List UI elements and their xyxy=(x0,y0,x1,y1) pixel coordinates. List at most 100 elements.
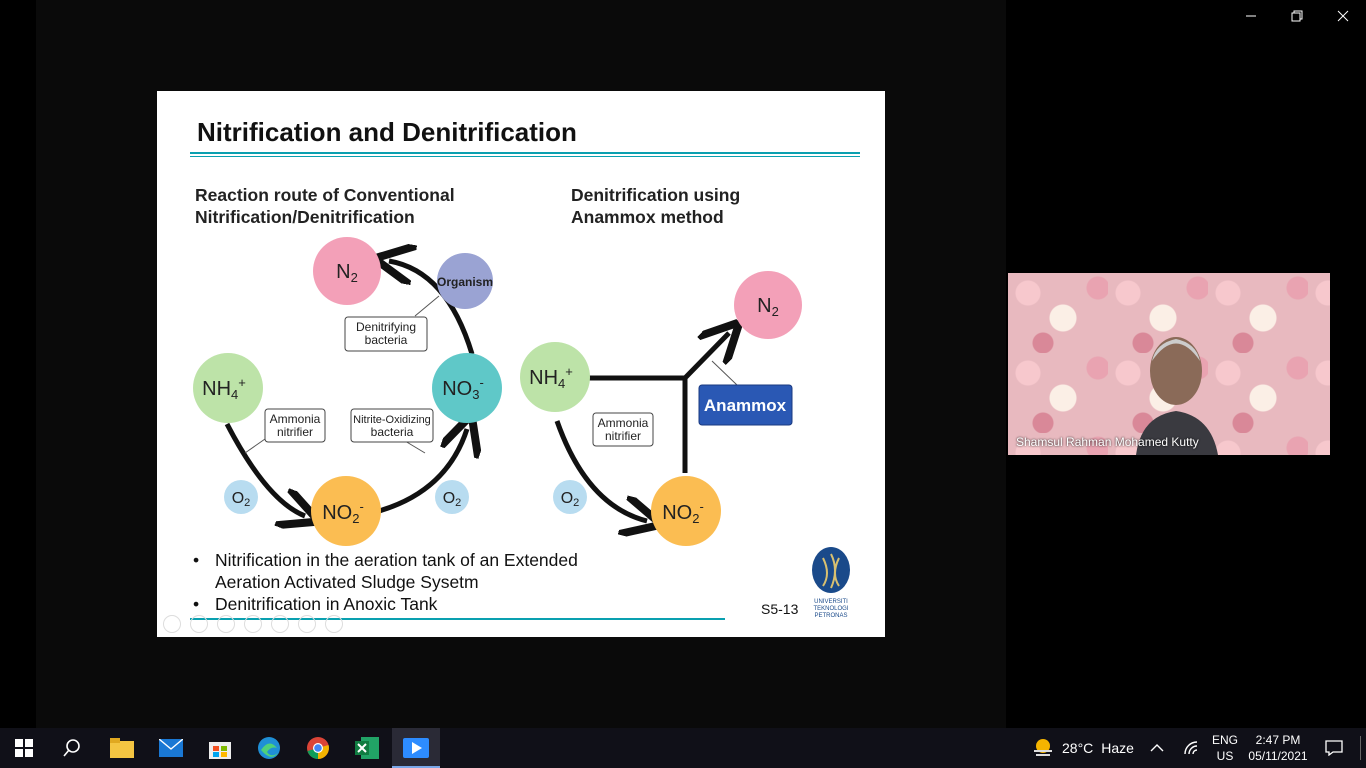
previous-slide-icon[interactable] xyxy=(163,615,181,633)
svg-text:NO2-: NO2- xyxy=(662,499,704,526)
minimize-button[interactable] xyxy=(1228,0,1274,32)
close-icon xyxy=(1337,10,1349,22)
no2-node-anammox xyxy=(651,476,721,546)
start-button[interactable] xyxy=(0,728,48,768)
svg-text:Denitrifying: Denitrifying xyxy=(356,320,416,334)
notification-icon xyxy=(1325,740,1343,756)
bullet-item: •Nitrification in the aeration tank of a… xyxy=(193,550,578,570)
left-heading-line1: Reaction route of Conventional xyxy=(195,185,455,205)
svg-text:N2: N2 xyxy=(757,295,779,319)
speaker-name-label: Shamsul Rahman Mohamed Kutty xyxy=(1016,435,1199,449)
store-icon xyxy=(209,742,231,759)
clock-date: 05/11/2021 xyxy=(1248,749,1308,763)
haze-weather-icon xyxy=(1034,739,1052,756)
denitrifying-bacteria-label xyxy=(344,316,428,352)
slideshow-toolbar xyxy=(163,615,343,633)
taskbar-chrome[interactable] xyxy=(294,728,342,768)
logo-text: TEKNOLOGI xyxy=(813,606,849,612)
input-language-button[interactable]: ENG US xyxy=(1210,732,1240,764)
zoom-icon[interactable] xyxy=(271,615,289,633)
windows-logo-icon xyxy=(15,739,33,757)
slides-grid-icon[interactable] xyxy=(244,615,262,633)
bullet-item: •Denitrification in Anoxic Tank xyxy=(193,594,438,614)
chevron-up-icon xyxy=(1150,744,1164,752)
svg-text:Nitrite-Oxidizing: Nitrite-Oxidizing xyxy=(353,414,431,426)
organism-node xyxy=(437,253,493,309)
arrow-nh4-to-no2-anammox xyxy=(554,420,647,521)
right-heading-line2: Anammox method xyxy=(571,207,724,227)
file-explorer-icon xyxy=(110,738,134,758)
utp-logo: UNIVERSITI TEKNOLOGI PETRONAS xyxy=(809,546,853,620)
clock[interactable]: 2:47 PM 05/11/2021 xyxy=(1246,732,1310,764)
svg-text:bacteria: bacteria xyxy=(365,333,408,347)
weather-widget[interactable]: 28°C Haze xyxy=(1032,728,1134,768)
n2-node-anammox xyxy=(734,271,802,339)
notification-center-button[interactable] xyxy=(1320,728,1348,768)
keyboard-layout: US xyxy=(1216,749,1234,763)
svg-text:O2: O2 xyxy=(561,490,580,509)
subtitles-icon[interactable] xyxy=(298,615,316,633)
show-hidden-icons-button[interactable] xyxy=(1150,728,1164,768)
taskbar-mail[interactable] xyxy=(147,728,195,768)
network-button[interactable] xyxy=(1183,728,1199,768)
taskbar-edge[interactable] xyxy=(245,728,293,768)
connector-line xyxy=(404,440,426,454)
search-button[interactable] xyxy=(48,728,96,768)
o2-node xyxy=(224,480,258,514)
close-button[interactable] xyxy=(1320,0,1366,32)
search-icon xyxy=(63,739,80,757)
language-code: ENG xyxy=(1211,733,1238,747)
taskbar-store[interactable] xyxy=(196,728,244,768)
no3-node xyxy=(432,353,502,423)
anammox-box xyxy=(698,384,793,426)
arrow-no2-to-no3 xyxy=(378,429,467,514)
more-options-icon[interactable] xyxy=(325,615,343,633)
weather-description: Haze xyxy=(1101,740,1134,756)
svg-text:nitrifier: nitrifier xyxy=(277,425,313,439)
svg-text:NO2-: NO2- xyxy=(322,499,364,526)
slide-title: Nitrification and Denitrification xyxy=(197,117,577,147)
svg-text:Ammonia: Ammonia xyxy=(598,416,649,430)
title-divider xyxy=(190,152,860,154)
next-slide-icon[interactable] xyxy=(190,615,208,633)
svg-text:N2: N2 xyxy=(336,261,358,285)
right-heading: Denitrification using Anammox method xyxy=(571,184,740,228)
utp-logo-emblem xyxy=(812,547,850,593)
title-divider-thin xyxy=(190,156,860,157)
taskbar: 28°C Haze ENG US 2:47 PM 05/11/2021 xyxy=(0,728,1366,768)
ammonia-nitrifier-label xyxy=(264,408,326,443)
arrow-to-n2-anammox xyxy=(683,333,729,380)
svg-text:Organism: Organism xyxy=(437,275,493,289)
logo-text: UNIVERSITI xyxy=(814,599,848,605)
nitrogen-cycle-diagram: N2 Organism NH4+ NO3- NO2- O2 O2 Denitri… xyxy=(193,237,802,546)
left-heading: Reaction route of Conventional Nitrifica… xyxy=(195,184,455,228)
participant-video[interactable]: Shamsul Rahman Mohamed Kutty xyxy=(1008,273,1330,455)
no2-node xyxy=(311,476,381,546)
svg-text:bacteria: bacteria xyxy=(371,425,414,439)
weather-temperature: 28°C xyxy=(1062,740,1094,756)
connector-line xyxy=(414,295,440,317)
taskbar-video-app[interactable] xyxy=(392,728,440,768)
svg-text:O2: O2 xyxy=(443,490,462,509)
o2-node-anammox xyxy=(553,480,587,514)
speaker-silhouette xyxy=(1136,337,1218,455)
excel-icon xyxy=(355,737,379,759)
connector-line xyxy=(711,360,738,386)
pen-icon[interactable] xyxy=(217,615,235,633)
n2-node xyxy=(313,237,381,305)
video-app-icon xyxy=(403,738,429,758)
taskbar-file-explorer[interactable] xyxy=(98,728,146,768)
svg-text:NH4+: NH4+ xyxy=(529,364,573,391)
taskbar-excel[interactable] xyxy=(343,728,391,768)
svg-text:O2: O2 xyxy=(232,490,251,509)
mail-icon xyxy=(159,739,183,757)
svg-text:nitrifier: nitrifier xyxy=(605,429,641,443)
minimize-icon xyxy=(1246,15,1256,17)
nh4-node xyxy=(193,353,263,423)
nh4-node-anammox xyxy=(520,342,590,412)
svg-text:Ammonia: Ammonia xyxy=(270,412,321,426)
show-desktop-button[interactable] xyxy=(1360,736,1361,760)
arrow-nh4-to-no2 xyxy=(224,422,305,516)
restore-button[interactable] xyxy=(1274,0,1320,32)
